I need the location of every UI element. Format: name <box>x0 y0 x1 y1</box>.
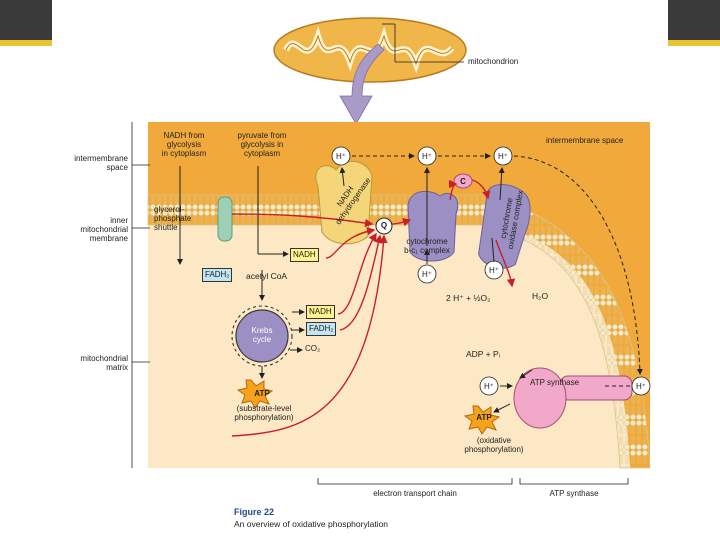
h-plus-circle-4 <box>417 264 437 284</box>
water-reaction-label: 2 H⁺ + ½O₂ <box>446 293 491 303</box>
nadh-box-2: NADH <box>306 305 335 319</box>
atp-synthase-bracket <box>519 478 629 485</box>
atp-burst-substrate <box>236 379 274 409</box>
mitochondrion-illustration <box>273 17 467 83</box>
acetyl-coa-label: acetyl CoA <box>246 271 288 281</box>
figure-caption: An overview of oxidative phosphorylation <box>234 519 389 529</box>
c-label: C <box>460 177 466 186</box>
pyruvate-label: pyruvate from glycolysis in cytoplasm <box>237 131 287 158</box>
slide-corner-yellow-left <box>0 40 52 46</box>
h-plus-5: H⁺ <box>489 266 499 275</box>
intermembrane-space-label-left: intermembrane space <box>74 154 128 172</box>
glycerol-shuttle-protein <box>217 196 233 242</box>
inner-membrane-band <box>147 194 651 469</box>
ubiquinone-q <box>375 217 393 235</box>
matrix-label: mitochondrial matrix <box>80 354 128 372</box>
fadh2-box-left: FADH₂ <box>202 268 233 282</box>
slide-corner-dark-left <box>0 0 52 40</box>
h-plus-6: H⁺ <box>484 382 494 391</box>
atp-synthase-bracket-label: ATP synthase <box>549 489 599 498</box>
h-plus-circle-2 <box>417 146 437 166</box>
h-plus-4: H⁺ <box>422 270 432 279</box>
h-plus-3: H⁺ <box>498 152 508 161</box>
fadh2-box-right: FADH₂ <box>306 322 337 336</box>
etc-bracket <box>317 478 513 485</box>
h-plus-1: H⁺ <box>336 152 346 161</box>
nadh-from-glycolysis-label: NADH from glycolysis in cytoplasm <box>161 131 207 158</box>
atp-label-substrate: ATP <box>254 389 270 398</box>
zoom-arrow <box>339 43 385 125</box>
atp-burst-oxidative <box>463 405 501 435</box>
atp-synthase-label: ATP synthase <box>530 378 580 387</box>
cytochrome-bc1-complex <box>407 190 459 262</box>
h-plus-circle-1 <box>331 146 351 166</box>
krebs-cycle-label: Krebs cycle <box>251 326 273 344</box>
co2-label: CO₂ <box>305 344 321 353</box>
atp-label-oxidative: ATP <box>476 413 492 422</box>
oxidative-label: (oxidative phosphorylation) <box>464 436 524 454</box>
figure-title: Figure 22 <box>234 507 275 517</box>
slide-corner-yellow-right <box>668 40 720 46</box>
etc-bracket-label: electron transport chain <box>373 489 457 498</box>
slide-corner-dark-right <box>668 0 720 40</box>
inner-membrane-label: inner mitochondrial membrane <box>80 216 128 243</box>
nadh-dehydrogenase-complex <box>315 161 373 245</box>
h-plus-circle-3 <box>493 146 513 166</box>
atp-synthase-head <box>513 367 567 429</box>
adp-pi-label: ADP + Pᵢ <box>466 349 501 359</box>
h-plus-7: H⁺ <box>636 382 646 391</box>
h-plus-circle-7 <box>631 376 651 396</box>
h-plus-2: H⁺ <box>422 152 432 161</box>
intermembrane-space-label-right: intermembrane space <box>546 136 624 145</box>
krebs-cycle-circle <box>235 309 289 363</box>
glycerol-shuttle-label: glycerol- phosphate shuttle <box>154 205 192 232</box>
substrate-level-label: (substrate-level phosphorylation) <box>234 404 294 422</box>
q-label: Q <box>380 221 388 230</box>
mitochondrion-label: mitochondrion <box>468 57 519 66</box>
h-plus-circle-6 <box>479 376 499 396</box>
cytochrome-bc1-label: cytochrome b-c₁ complex <box>404 237 450 255</box>
nadh-box-1: NADH <box>290 248 319 262</box>
h2o-label: H₂O <box>532 291 549 301</box>
